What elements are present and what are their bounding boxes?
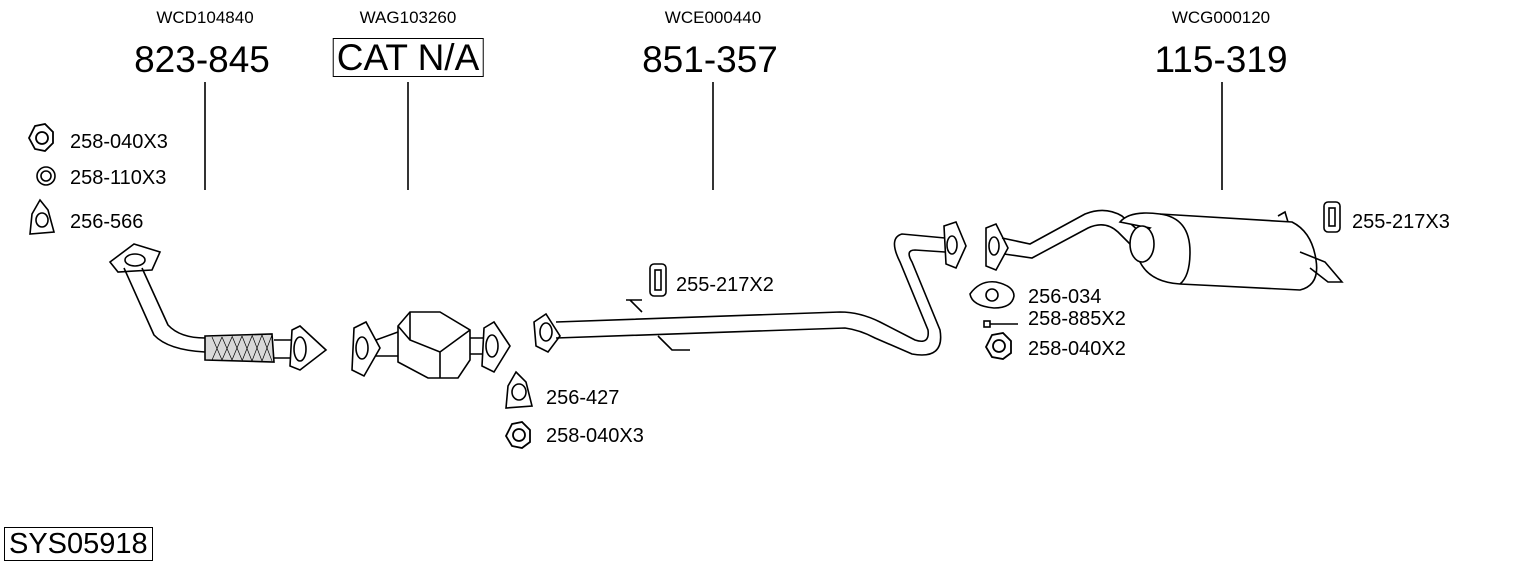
rear-silencer-drawing (985, 209, 1344, 291)
label-gasket-1[interactable]: 256-566 (70, 211, 144, 233)
oval-gasket-icon (969, 280, 1015, 309)
hex-nut-icon-2 (504, 421, 531, 449)
rubber-hanger-icon-mid (649, 263, 667, 297)
part-code-catalyst: WAG103260 (359, 8, 457, 27)
part-code-rear-silencer: WCG000120 (1171, 8, 1271, 27)
front-pipe-drawing (108, 243, 328, 371)
centre-pipe-drawing (533, 221, 967, 356)
triangular-gasket-icon-1 (29, 198, 56, 235)
label-nut-1[interactable]: 258-040X3 (70, 131, 168, 153)
system-id-badge: SYS05918 (4, 527, 153, 562)
label-ring-1[interactable]: 258-110X3 (70, 167, 167, 189)
part-number-rear-silencer[interactable]: 115-319 (1154, 39, 1288, 80)
part-number-front-pipe[interactable]: 823-845 (134, 39, 270, 80)
label-hanger-mid[interactable]: 255-217X2 (676, 274, 774, 296)
part-number-centre-pipe[interactable]: 851-357 (642, 39, 778, 80)
hex-nut-icon-3 (984, 332, 1012, 360)
ring-icon-1 (36, 166, 56, 186)
rubber-hanger-icon-rear (1323, 201, 1341, 233)
catalyst-drawing (351, 311, 511, 379)
label-nut-3[interactable]: 258-040X2 (1028, 338, 1126, 360)
hex-nut-icon-1 (27, 123, 54, 152)
label-hanger-rear[interactable]: 255-217X3 (1352, 211, 1450, 233)
label-nut-2[interactable]: 258-040X3 (546, 425, 644, 447)
label-bolt-3[interactable]: 258-885X2 (1028, 308, 1126, 330)
triangular-gasket-icon-2 (505, 370, 534, 409)
label-gasket-3[interactable]: 256-034 (1028, 286, 1102, 308)
part-code-centre-pipe: WCE000440 (664, 8, 762, 27)
flex-section (204, 333, 275, 363)
bolt-icon (983, 320, 1018, 328)
label-gasket-2[interactable]: 256-427 (546, 387, 620, 409)
part-code-front-pipe: WCD104840 (156, 8, 254, 27)
part-number-catalyst[interactable]: CAT N/A (332, 38, 484, 77)
